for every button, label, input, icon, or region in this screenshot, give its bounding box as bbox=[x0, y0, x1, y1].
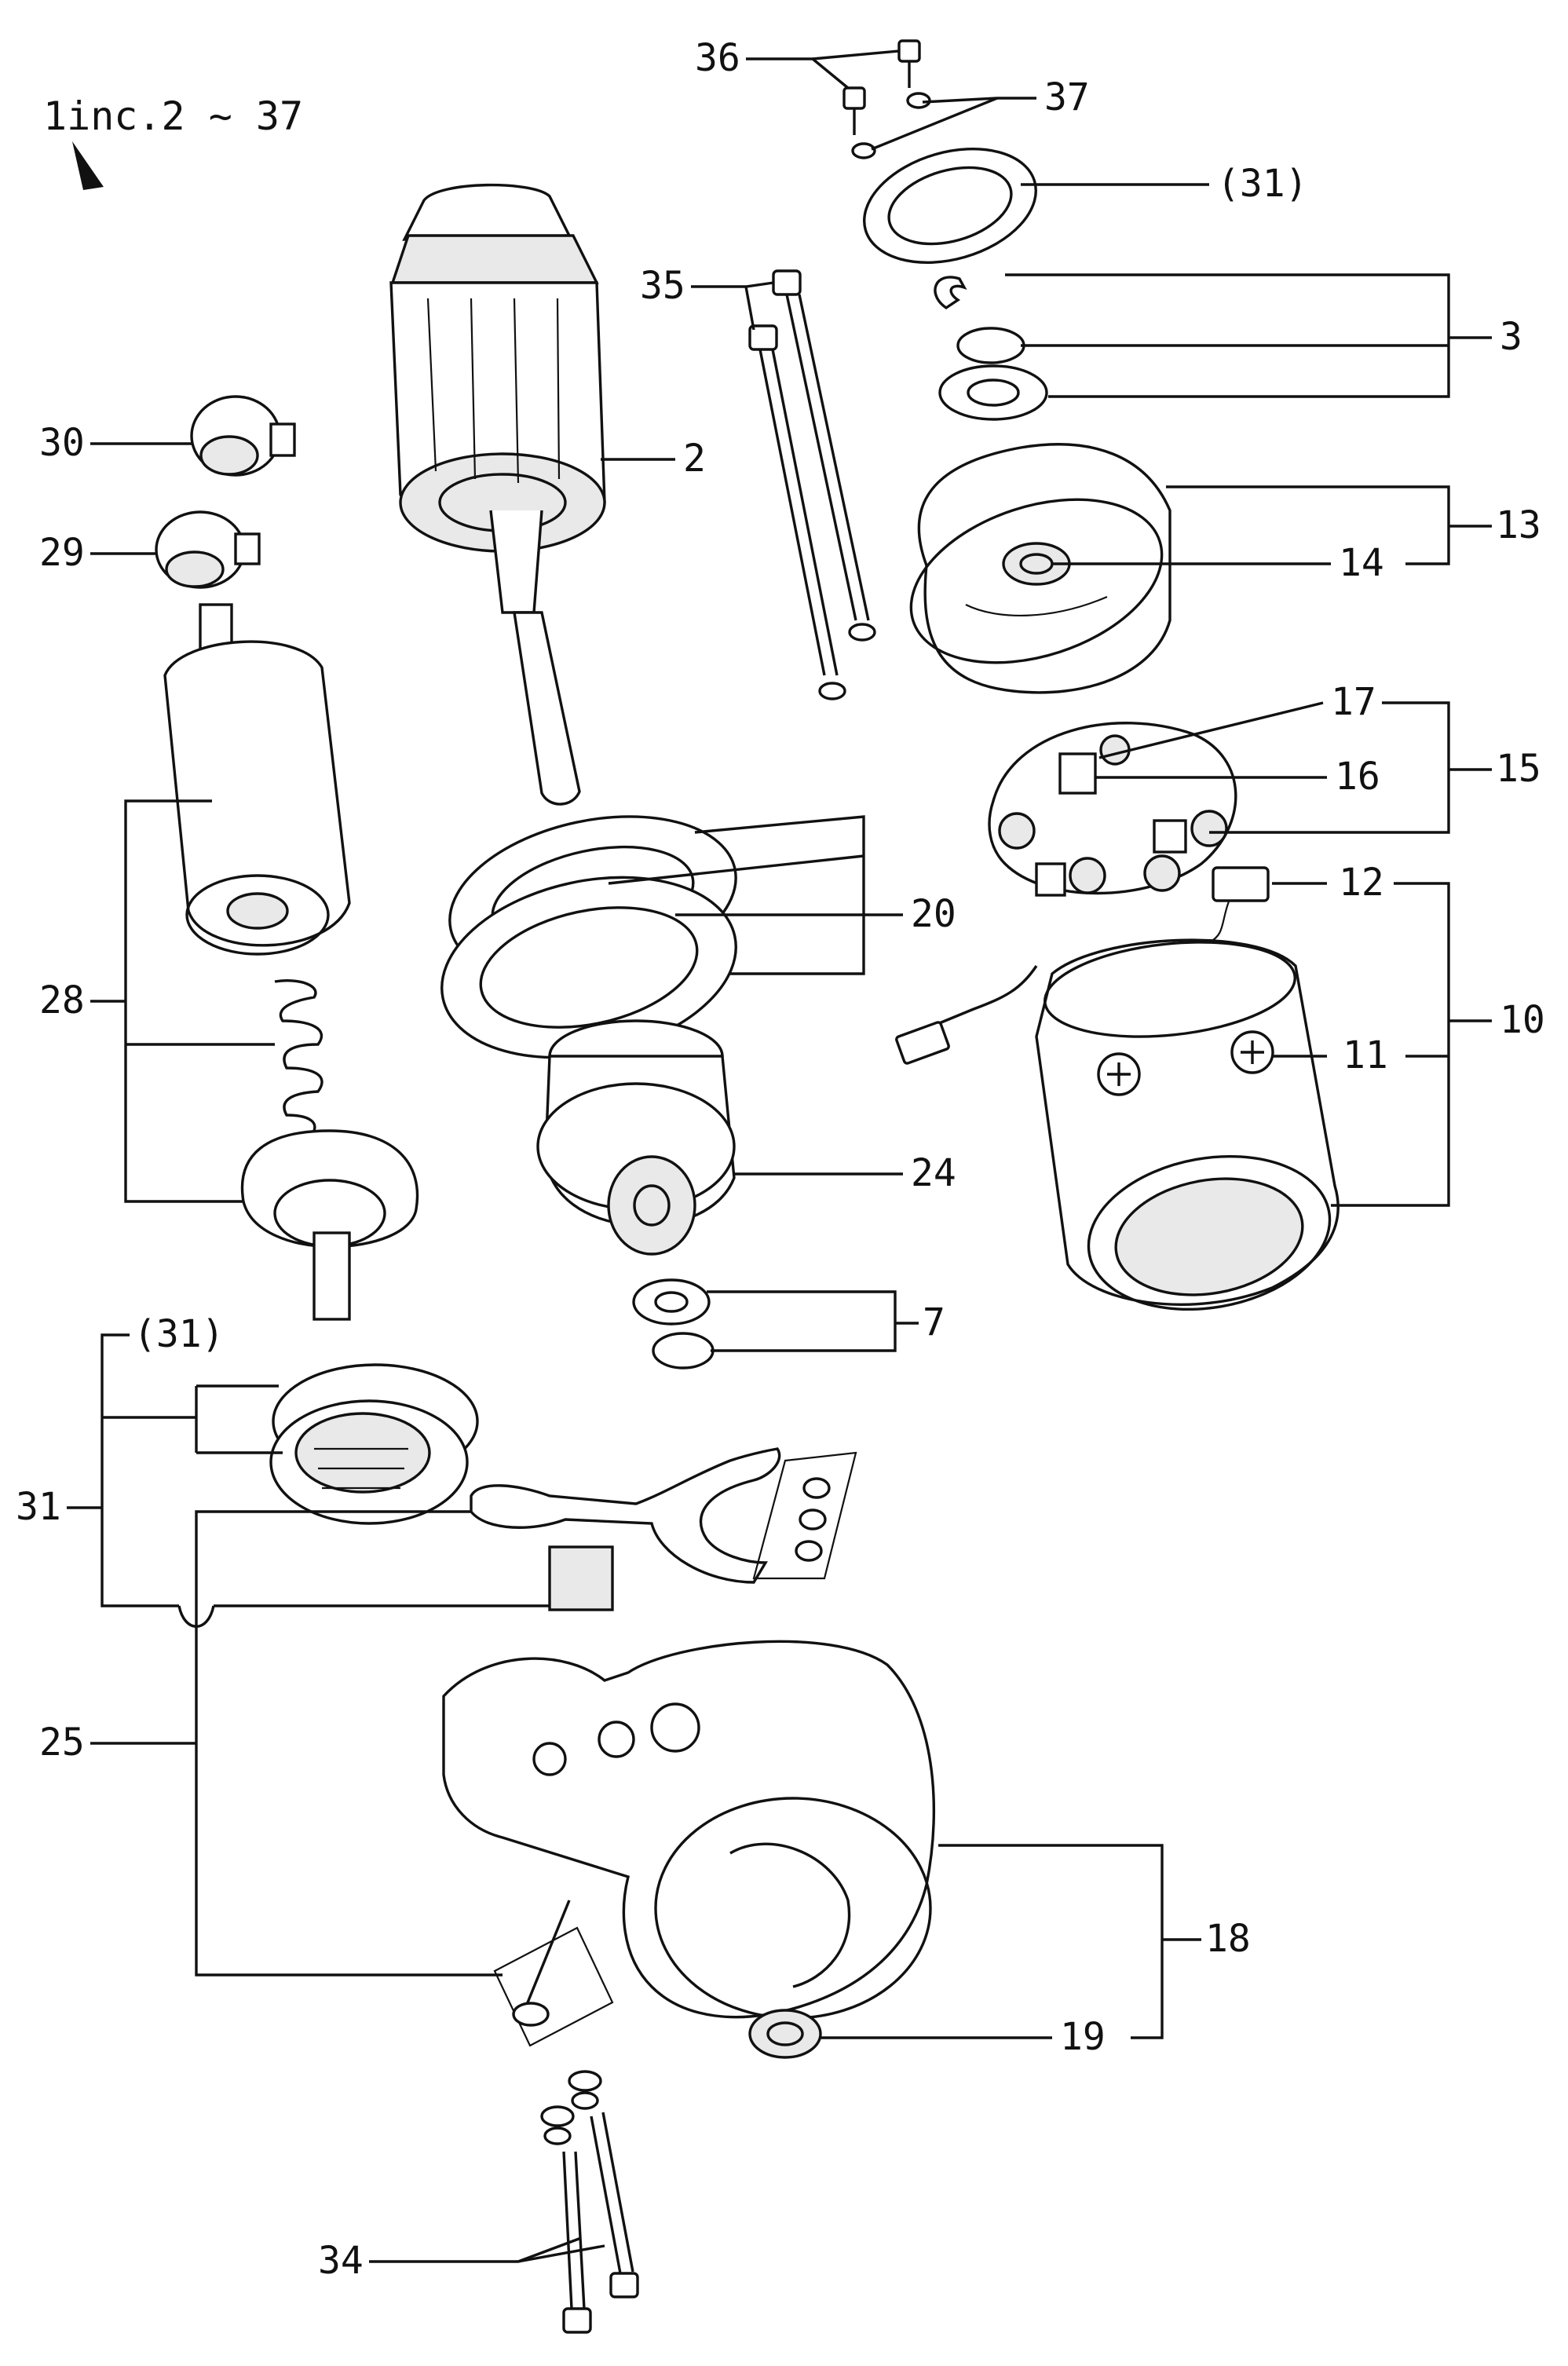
callout-16: 16 bbox=[1335, 755, 1380, 799]
part-13-end-cover bbox=[909, 443, 1171, 694]
callout-2: 2 bbox=[683, 437, 706, 481]
leader-lines bbox=[67, 49, 1492, 2263]
callout-13: 13 bbox=[1496, 503, 1541, 547]
part-36-screws bbox=[842, 39, 921, 135]
part-24-pinion-clutch bbox=[536, 1019, 736, 1256]
callout-31: 31 bbox=[16, 1485, 61, 1529]
callout-19: 19 bbox=[1060, 2015, 1106, 2059]
header-note: 1inc.2 ~ 37 bbox=[43, 93, 303, 139]
callout-24: 24 bbox=[911, 1151, 956, 1195]
part-28-solenoid bbox=[163, 603, 419, 1321]
callout-30: 30 bbox=[39, 421, 85, 465]
callout-31-ref-top: (31) bbox=[1217, 162, 1308, 206]
part-3-clip-bushing bbox=[934, 276, 1048, 421]
part-15-brush-holder bbox=[988, 722, 1237, 897]
part-29-cap bbox=[155, 510, 261, 589]
part-12-brush bbox=[1208, 866, 1270, 943]
callout-28: 28 bbox=[39, 978, 85, 1022]
part-10-yoke bbox=[895, 938, 1340, 1311]
callout-7: 7 bbox=[923, 1300, 945, 1344]
part-2-armature bbox=[389, 183, 606, 806]
callout-31-ref-left: (31) bbox=[133, 1312, 225, 1356]
callout-15: 15 bbox=[1496, 747, 1541, 791]
callout-18: 18 bbox=[1205, 1917, 1251, 1961]
callout-11: 11 bbox=[1343, 1033, 1388, 1077]
part-31-top-ring bbox=[863, 148, 1037, 264]
part-20-plates bbox=[440, 815, 737, 1059]
part-7-collar-ring bbox=[632, 1278, 715, 1370]
part-30-cap bbox=[190, 395, 296, 477]
callout-12: 12 bbox=[1339, 861, 1384, 905]
callout-34: 34 bbox=[318, 2239, 364, 2283]
callout-25: 25 bbox=[39, 1721, 85, 1764]
callout-3: 3 bbox=[1500, 315, 1522, 359]
callout-35: 35 bbox=[640, 264, 685, 308]
callout-14: 14 bbox=[1339, 541, 1384, 585]
part-18-drive-housing bbox=[442, 1640, 935, 2059]
callout-37: 37 bbox=[1044, 75, 1090, 119]
callout-17: 17 bbox=[1331, 680, 1376, 724]
callout-labels: 36 37 (31) 3 35 2 13 14 17 15 16 12 10 1… bbox=[16, 36, 1545, 2283]
part-housing-bolt bbox=[493, 1900, 614, 2047]
callout-20: 20 bbox=[911, 892, 956, 936]
callout-10: 10 bbox=[1500, 998, 1545, 1042]
callout-36: 36 bbox=[695, 36, 740, 80]
header-arrow-icon bbox=[72, 141, 104, 190]
part-31-boot bbox=[269, 1363, 479, 1525]
part-35-through-bolts bbox=[748, 269, 876, 700]
part-25-shift-lever bbox=[470, 1447, 857, 1611]
part-34-bolts bbox=[540, 2070, 639, 2334]
callout-29: 29 bbox=[39, 531, 85, 575]
